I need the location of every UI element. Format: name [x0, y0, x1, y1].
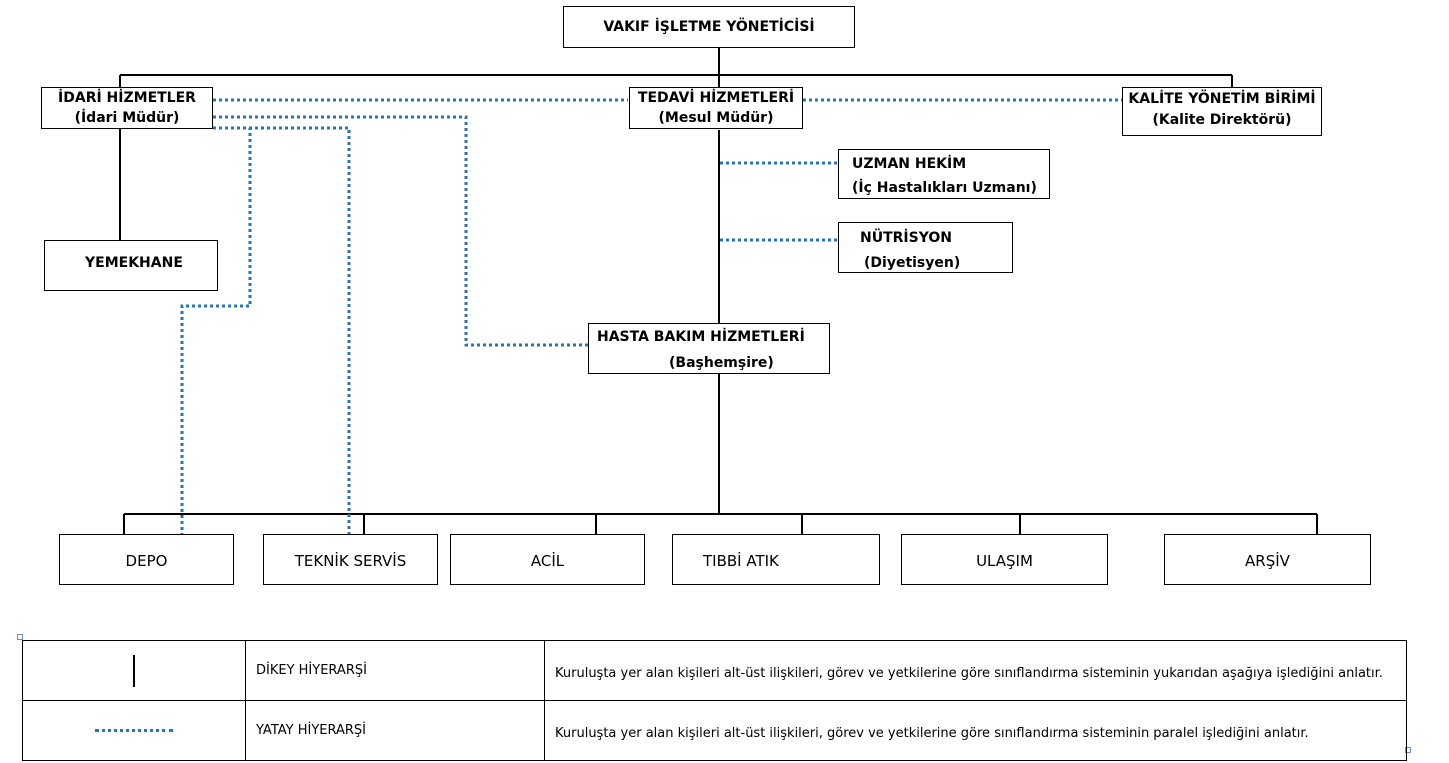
unit-box-tibbi-atik: TIBBİ ATIK [672, 534, 880, 585]
unit-box-nutrisyon: NÜTRİSYON (Diyetisyen) [838, 222, 1013, 273]
unit-box-teknik-servis: TEKNİK SERVİS [263, 534, 438, 585]
unit-title: DEPO [125, 552, 168, 570]
unit-box-depo: DEPO [59, 534, 234, 585]
unit-title: İDARİ HİZMETLER [58, 90, 196, 106]
unit-title: KALİTE YÖNETİM BİRİMİ [1128, 91, 1316, 107]
unit-title: NÜTRİSYON [860, 230, 952, 246]
legend-description: Kuruluşta yer alan kişileri alt-üst iliş… [544, 640, 1407, 701]
unit-box-idari-hizmetler: İDARİ HİZMETLER (İdari Müdür) [41, 87, 213, 129]
solid-line-sample [133, 654, 135, 687]
unit-subtitle: (Diyetisyen) [864, 255, 961, 271]
dotted-line-sample [95, 729, 173, 732]
legend-table: DİKEY HİYERARŞİ Kuruluşta yer alan kişil… [22, 640, 1407, 761]
unit-subtitle: (Başhemşire) [669, 355, 774, 371]
unit-subtitle: (Kalite Direktörü) [1152, 112, 1292, 128]
unit-box-kalite-yonetim-birimi: KALİTE YÖNETİM BİRİMİ (Kalite Direktörü) [1122, 87, 1322, 136]
legend-sample-cell [22, 700, 246, 761]
unit-title: ULAŞIM [976, 552, 1033, 570]
unit-subtitle: (İdari Müdür) [74, 110, 180, 126]
unit-title: HASTA BAKIM HİZMETLERİ [597, 329, 805, 345]
legend-sample-cell [22, 640, 246, 701]
unit-box-arsiv: ARŞİV [1164, 534, 1371, 585]
legend-name: DİKEY HİYERARŞİ [245, 640, 545, 701]
unit-title: TEDAVİ HİZMETLERİ [637, 90, 795, 106]
unit-title: UZMAN HEKİM [852, 156, 967, 172]
legend-description: Kuruluşta yer alan kişileri alt-üst iliş… [544, 700, 1407, 761]
title-label: VAKIF İŞLETME YÖNETİCİSİ [603, 19, 815, 35]
unit-subtitle: (İç Hastalıkları Uzmanı) [852, 180, 1037, 196]
vertical-hierarchy-lines [119, 48, 1318, 534]
unit-box-acil: ACİL [450, 534, 645, 585]
unit-title: TIBBİ ATIK [703, 552, 779, 570]
horizontal-hierarchy-lines [180, 98, 1122, 534]
unit-subtitle: (Mesul Müdür) [658, 110, 774, 126]
unit-box-tedavi-hizmetleri: TEDAVİ HİZMETLERİ (Mesul Müdür) [629, 87, 803, 129]
title-box-vakif-isletme-yoneticisi: VAKIF İŞLETME YÖNETİCİSİ [563, 6, 855, 48]
unit-box-hasta-bakim-hizmetleri: HASTA BAKIM HİZMETLERİ (Başhemşire) [588, 323, 830, 374]
unit-box-yemekhane: YEMEKHANE [44, 240, 218, 291]
unit-box-uzman-hekim: UZMAN HEKİM (İç Hastalıkları Uzmanı) [838, 149, 1050, 199]
legend-name: YATAY HİYERARŞİ [245, 700, 545, 761]
unit-title: YEMEKHANE [85, 255, 183, 271]
unit-title: TEKNİK SERVİS [294, 552, 407, 570]
unit-title: ARŞİV [1245, 552, 1290, 570]
unit-box-ulasim: ULAŞIM [901, 534, 1108, 585]
table-anchor-marker [17, 634, 23, 640]
unit-title: ACİL [530, 552, 565, 570]
legend-row-vertical: DİKEY HİYERARŞİ Kuruluşta yer alan kişil… [22, 640, 1407, 701]
legend-row-horizontal: YATAY HİYERARŞİ Kuruluşta yer alan kişil… [22, 700, 1407, 761]
